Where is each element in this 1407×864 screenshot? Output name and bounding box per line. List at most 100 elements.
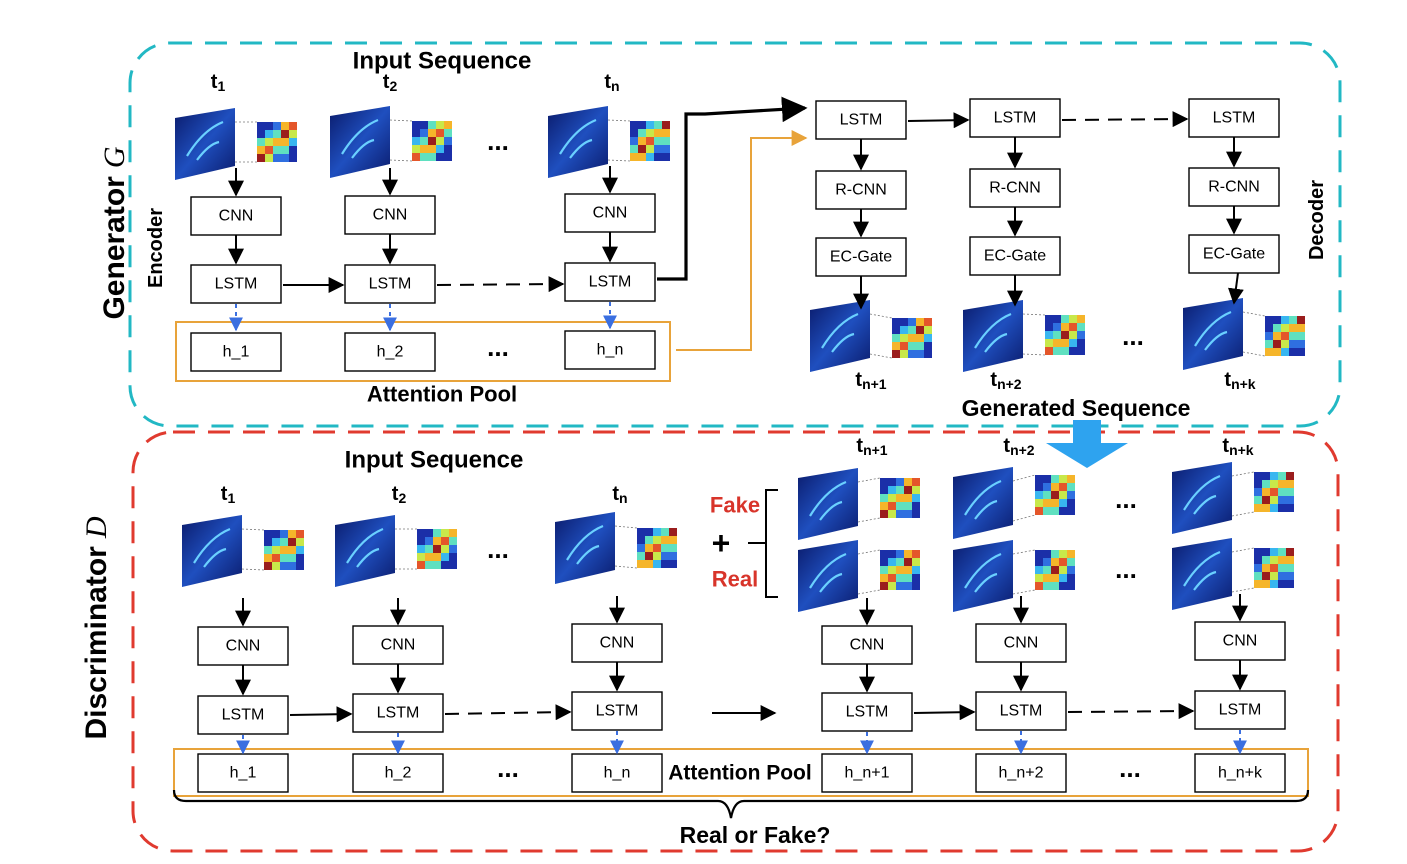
disc-lstm-n1: LSTM bbox=[821, 692, 913, 732]
gen-lstm-2: LSTM bbox=[344, 264, 436, 304]
sequence-frame-image bbox=[798, 468, 920, 540]
disc-lstm-2: LSTM bbox=[352, 693, 444, 733]
svg-text:h_n: h_n bbox=[597, 342, 624, 359]
svg-text:CNN: CNN bbox=[593, 205, 628, 222]
disc-frames-ellipsis-2: ... bbox=[1115, 484, 1137, 514]
svg-text:tn+2: tn+2 bbox=[990, 369, 1021, 392]
svg-text:h_n+2: h_n+2 bbox=[999, 765, 1044, 782]
disc-cnn-n2: CNN bbox=[975, 623, 1067, 663]
svg-text:LSTM: LSTM bbox=[1000, 703, 1043, 720]
gen-frames-ellipsis-2: ... bbox=[1122, 321, 1144, 351]
gen-hidden-2: h_2 bbox=[344, 332, 436, 372]
svg-text:h_n+1: h_n+1 bbox=[845, 765, 890, 782]
sequence-frame-image bbox=[548, 106, 670, 178]
dec-rcnn-1: R-CNN bbox=[815, 170, 907, 210]
disc-frames-ellipsis-3: ... bbox=[1115, 554, 1137, 584]
disc-attention-pool-box bbox=[173, 748, 1309, 797]
svg-text:EC-Gate: EC-Gate bbox=[984, 248, 1046, 265]
svg-text:LSTM: LSTM bbox=[1219, 702, 1262, 719]
svg-text:h_1: h_1 bbox=[223, 344, 250, 361]
disc-lstm-nk: LSTM bbox=[1194, 690, 1286, 730]
svg-text:h_2: h_2 bbox=[377, 344, 404, 361]
svg-text:CNN: CNN bbox=[850, 637, 885, 654]
generated-to-discriminator-arrow bbox=[1046, 420, 1128, 468]
disc-gen-time-labels: tn+1 tn+2 tn+k bbox=[856, 435, 1253, 458]
svg-text:R-CNN: R-CNN bbox=[835, 182, 887, 199]
disc-lstm-n2: LSTM bbox=[975, 691, 1067, 731]
svg-text:CNN: CNN bbox=[1223, 633, 1258, 650]
attention-to-decoder-arrow bbox=[676, 130, 808, 351]
dec-lstm-1: LSTM bbox=[815, 100, 907, 140]
disc-hidden-2: h_2 bbox=[352, 753, 444, 793]
svg-text:LSTM: LSTM bbox=[222, 707, 265, 724]
disc-cnn-2: CNN bbox=[352, 625, 444, 665]
svg-text:CNN: CNN bbox=[373, 207, 408, 224]
gen-attention-arrows bbox=[229, 302, 617, 332]
disc-hidden-1: h_1 bbox=[197, 753, 289, 793]
svg-text:LSTM: LSTM bbox=[215, 276, 258, 293]
svg-text:tn: tn bbox=[604, 71, 619, 94]
encoder-label: Encoder bbox=[145, 208, 167, 288]
svg-text:LSTM: LSTM bbox=[1213, 110, 1256, 127]
svg-text:t2: t2 bbox=[383, 71, 398, 94]
svg-text:EC-Gate: EC-Gate bbox=[830, 249, 892, 266]
gen-frames-ellipsis-1: ... bbox=[487, 126, 509, 156]
generator-border bbox=[128, 41, 1342, 428]
svg-text:LSTM: LSTM bbox=[589, 274, 632, 291]
svg-text:tn+k: tn+k bbox=[1222, 435, 1253, 458]
decoder-label: Decoder bbox=[1306, 180, 1328, 260]
sequence-frame-image bbox=[1183, 298, 1305, 370]
discriminator-border bbox=[131, 430, 1340, 853]
dec-ecgate-k: EC-Gate bbox=[1188, 234, 1280, 274]
gen-attention-pool-box bbox=[175, 321, 671, 382]
sequence-frame-image bbox=[953, 540, 1075, 612]
sequence-frame-image bbox=[953, 467, 1075, 539]
gen-cnn-n: CNN bbox=[564, 193, 656, 233]
gen-attention-pool-label: Attention Pool bbox=[367, 382, 517, 407]
svg-text:h_n+k: h_n+k bbox=[1218, 765, 1263, 782]
disc-hidden-ellipsis-2: ... bbox=[1119, 753, 1141, 783]
gen-time-labels: t1 t2 tn bbox=[211, 71, 620, 94]
svg-text:CNN: CNN bbox=[600, 635, 635, 652]
sequence-frame-image bbox=[335, 515, 457, 587]
svg-text:LSTM: LSTM bbox=[846, 704, 889, 721]
gen-hidden-1: h_1 bbox=[190, 332, 282, 372]
fake-label: Fake bbox=[710, 493, 760, 518]
disc-cnn-nk: CNN bbox=[1194, 621, 1286, 661]
discriminator-arrows bbox=[235, 594, 1248, 723]
disc-hidden-n2: h_n+2 bbox=[975, 753, 1067, 793]
dec-lstm-2: LSTM bbox=[969, 98, 1061, 138]
svg-text:tn+k: tn+k bbox=[1224, 369, 1255, 392]
disc-input-sequence-label: Input Sequence bbox=[345, 447, 524, 474]
image-frames bbox=[175, 106, 1305, 612]
svg-text:tn+2: tn+2 bbox=[1003, 435, 1034, 458]
svg-text:h_2: h_2 bbox=[385, 765, 412, 782]
discriminator-title: DiscriminatorD bbox=[80, 516, 113, 739]
svg-text:t1: t1 bbox=[211, 71, 226, 94]
dec-lstm-k: LSTM bbox=[1188, 98, 1280, 138]
generated-sequence-label: Generated Sequence bbox=[962, 395, 1191, 421]
svg-text:h_n: h_n bbox=[604, 765, 631, 782]
real-or-fake-label: Real or Fake? bbox=[680, 822, 831, 848]
sequence-frame-image bbox=[798, 540, 920, 612]
output-brace bbox=[172, 789, 1310, 819]
sequence-frame-image bbox=[810, 300, 932, 372]
svg-text:h_1: h_1 bbox=[230, 765, 257, 782]
dec-ecgate-2: EC-Gate bbox=[969, 236, 1061, 276]
sequence-frame-image bbox=[1172, 462, 1294, 534]
sequence-frame-image bbox=[330, 106, 452, 178]
sequence-frame-image bbox=[555, 512, 677, 584]
generator-title: GeneratorG bbox=[98, 146, 131, 319]
svg-text:LSTM: LSTM bbox=[994, 110, 1037, 127]
gen-input-sequence-label: Input Sequence bbox=[353, 48, 532, 75]
real-label: Real bbox=[712, 567, 758, 592]
svg-text:R-CNN: R-CNN bbox=[989, 180, 1041, 197]
svg-text:tn+1: tn+1 bbox=[855, 369, 886, 392]
disc-cnn-n: CNN bbox=[571, 623, 663, 663]
dec-rcnn-k: R-CNN bbox=[1188, 167, 1280, 207]
disc-hidden-nk: h_n+k bbox=[1194, 753, 1286, 793]
disc-hidden-n1: h_n+1 bbox=[821, 753, 913, 793]
disc-frames-ellipsis-1: ... bbox=[487, 534, 509, 564]
fake-real-bracket bbox=[748, 489, 778, 598]
